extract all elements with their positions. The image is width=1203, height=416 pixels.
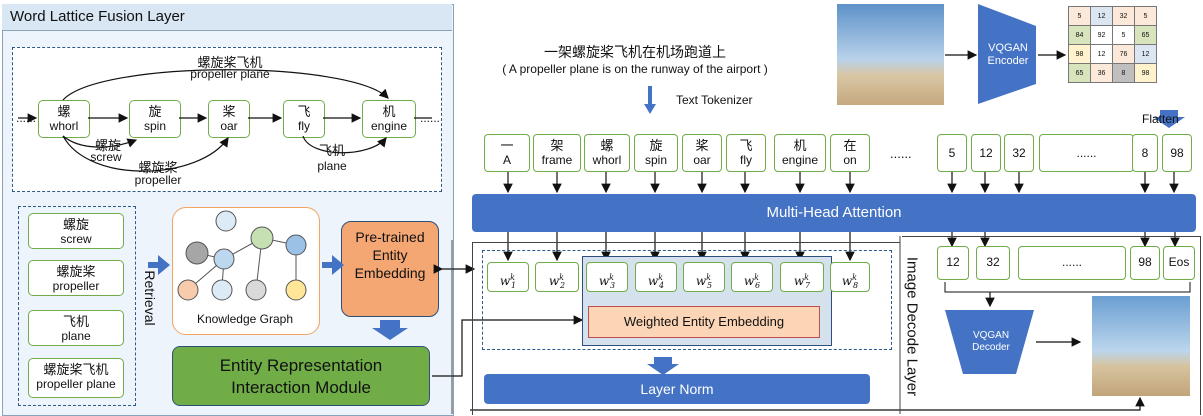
image-decode-frame (902, 236, 1201, 415)
grid-cell: 12 (1134, 44, 1157, 64)
image-token: 8 (1132, 134, 1158, 172)
kg-arrow (322, 255, 344, 275)
image-token: 12 (971, 134, 1001, 172)
knowledge-graph-nodes (177, 210, 307, 301)
caption-zh: 一架螺旋桨飞机在机场跑道上 (544, 44, 726, 60)
image-decode-label: Image Decode Layer (903, 256, 921, 397)
grid-cell: 65 (1134, 25, 1157, 45)
entity-weight-w5: wk5 (683, 262, 725, 292)
multi-head-attention: Multi-Head Attention (472, 194, 1196, 232)
grid-cell: 98 (1068, 44, 1091, 64)
grid-cell: 5 (1134, 6, 1157, 26)
grid-cell: 12 (1090, 6, 1113, 26)
arc-screw-zh: 螺旋 (94, 138, 121, 153)
grid-cell: 65 (1068, 63, 1091, 83)
text-tokenizer-label: Text Tokenizer (676, 93, 753, 107)
decode-token: 32 (976, 246, 1010, 280)
grid-cell: 8 (1112, 63, 1135, 83)
grid-cell: 98 (1134, 63, 1157, 83)
flatten-label: Flatten (1142, 112, 1179, 126)
entity-weight-w3: wk3 (586, 262, 628, 292)
knowledge-graph-label: Knowledge Graph (196, 312, 294, 326)
grid-cell: 12 (1090, 44, 1113, 64)
caption-en: ( A propeller plane is on the runway of … (502, 62, 768, 76)
text-token-ellipsis: ...... (890, 146, 912, 161)
image-token-ellipsis: ...... (1039, 134, 1134, 172)
entity-weight-w2: wk2 (535, 262, 579, 292)
word-lattice-title: Word Lattice Fusion Layer (10, 8, 185, 25)
grid-cell: 5 (1112, 25, 1135, 45)
attention-block-frame (472, 242, 900, 415)
arc-top-zh: 螺旋桨飞机 (197, 55, 263, 70)
entity-representation-interaction-module: Entity Representation Interaction Module (172, 346, 430, 406)
entity-weight-w7: wk7 (780, 262, 824, 292)
knowledge-graph-box (172, 207, 320, 335)
arc-screw-en: screw (90, 150, 122, 164)
grid-cell: 5 (1068, 6, 1091, 26)
grid-cell: 36 (1090, 63, 1113, 83)
entity-weight-w6: wk6 (731, 262, 773, 292)
entity-weight-w4: wk4 (635, 262, 677, 292)
grid-cell: 76 (1112, 44, 1135, 64)
down-arrow-ln (647, 357, 679, 375)
layer-norm: Layer Norm (484, 374, 870, 404)
vqgan-encoder-shape (978, 4, 1036, 104)
decode-token: 98 (1130, 246, 1160, 280)
weighted-entity-embedding: Weighted Entity Embedding (588, 306, 820, 338)
airplane-photo-output (1092, 296, 1190, 396)
decode-token-ellipsis: ...... (1018, 246, 1126, 280)
image-token: 5 (937, 134, 967, 172)
grid-cell: 92 (1090, 25, 1113, 45)
decode-token-eos: Eos (1163, 246, 1195, 280)
entity-weight-w8: wk8 (830, 262, 870, 292)
airplane-photo-input (837, 4, 944, 105)
image-token: 32 (1004, 134, 1034, 172)
vqgan-decoder-shape (945, 310, 1034, 374)
arc-propeller-en: propeller (134, 173, 182, 187)
pretrained-entity-embedding: Pre-trained Entity Embedding (341, 221, 439, 317)
arc-plane-zh: 飞机 (318, 143, 345, 158)
flatten-arrow (1153, 110, 1185, 128)
entity-weight-w1: wk1 (487, 262, 529, 292)
tokenizer-arrow (644, 86, 656, 114)
image-token: 98 (1162, 134, 1192, 172)
grid-cell: 84 (1068, 25, 1091, 45)
word-lattice-title-bar: Word Lattice Fusion Layer (2, 4, 452, 31)
decode-token: 12 (937, 246, 969, 280)
entity-attention-dashed (482, 250, 892, 350)
retrieval-arrow (148, 255, 170, 275)
arc-plane-en: plane (317, 159, 347, 173)
down-arrow-1 (372, 320, 408, 340)
grid-cell: 32 (1112, 6, 1135, 26)
